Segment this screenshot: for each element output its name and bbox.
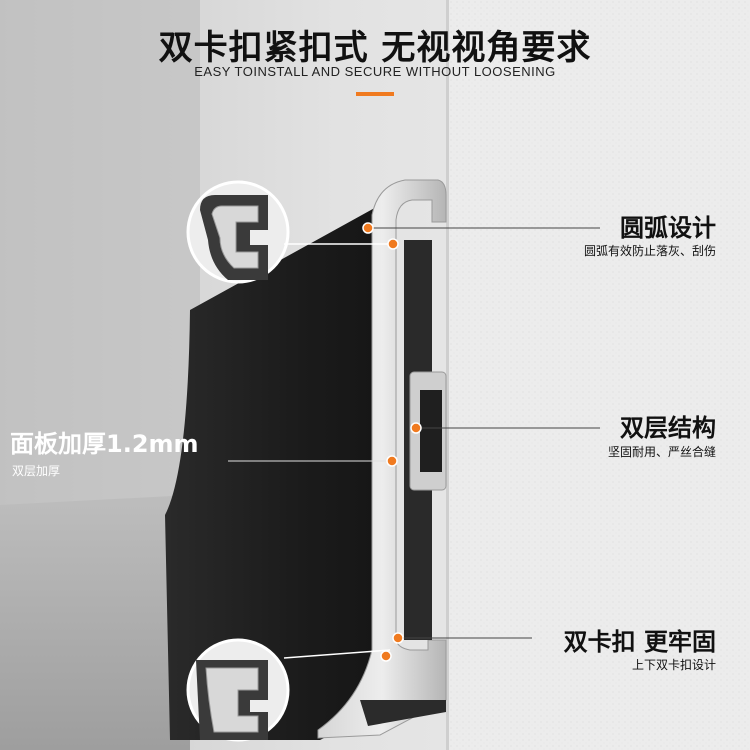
accent-bar [356, 92, 394, 96]
panel-callout-title: 面板加厚1.2mm [10, 430, 199, 458]
arc-callout-title: 圆弧设计 [620, 214, 716, 242]
metal-profile [317, 179, 447, 739]
profile-bottom-dot [380, 650, 392, 662]
bottom-clip-metal [205, 667, 259, 733]
double-layer-dot [410, 422, 422, 434]
top-clip-metal [211, 205, 259, 269]
panel-callout-desc: 双层加厚 [12, 464, 61, 478]
bottom-magnifier-leader [283, 649, 391, 659]
arc-dot [362, 222, 374, 234]
floor [0, 495, 190, 750]
double-clip-callout-title: 双卡扣 更牢固 [563, 628, 716, 656]
double-layer-callout-desc: 坚固耐用、严丝合缝 [607, 445, 716, 459]
double-layer-callout-title: 双层结构 [620, 414, 716, 442]
textured-wall [448, 0, 750, 750]
profile-top-dot [387, 238, 399, 250]
wall-edge [446, 0, 449, 750]
panel-dot [386, 455, 398, 467]
arc-callout-desc: 圆弧有效防止落灰、刮伤 [583, 244, 716, 258]
page-subtitle: EASY TOINSTALL AND SECURE WITHOUT LOOSEN… [194, 64, 556, 79]
page-title: 双卡扣紧扣式 无视视角要求 [158, 28, 592, 68]
double-clip-callout-desc: 上下双卡扣设计 [631, 658, 716, 672]
skirting-panel [165, 205, 392, 740]
back-wall-shadow [0, 0, 200, 520]
double-clip-dot [392, 632, 404, 644]
profile-bottom-foot [360, 700, 446, 726]
profile-back-rib-slot [420, 390, 442, 472]
